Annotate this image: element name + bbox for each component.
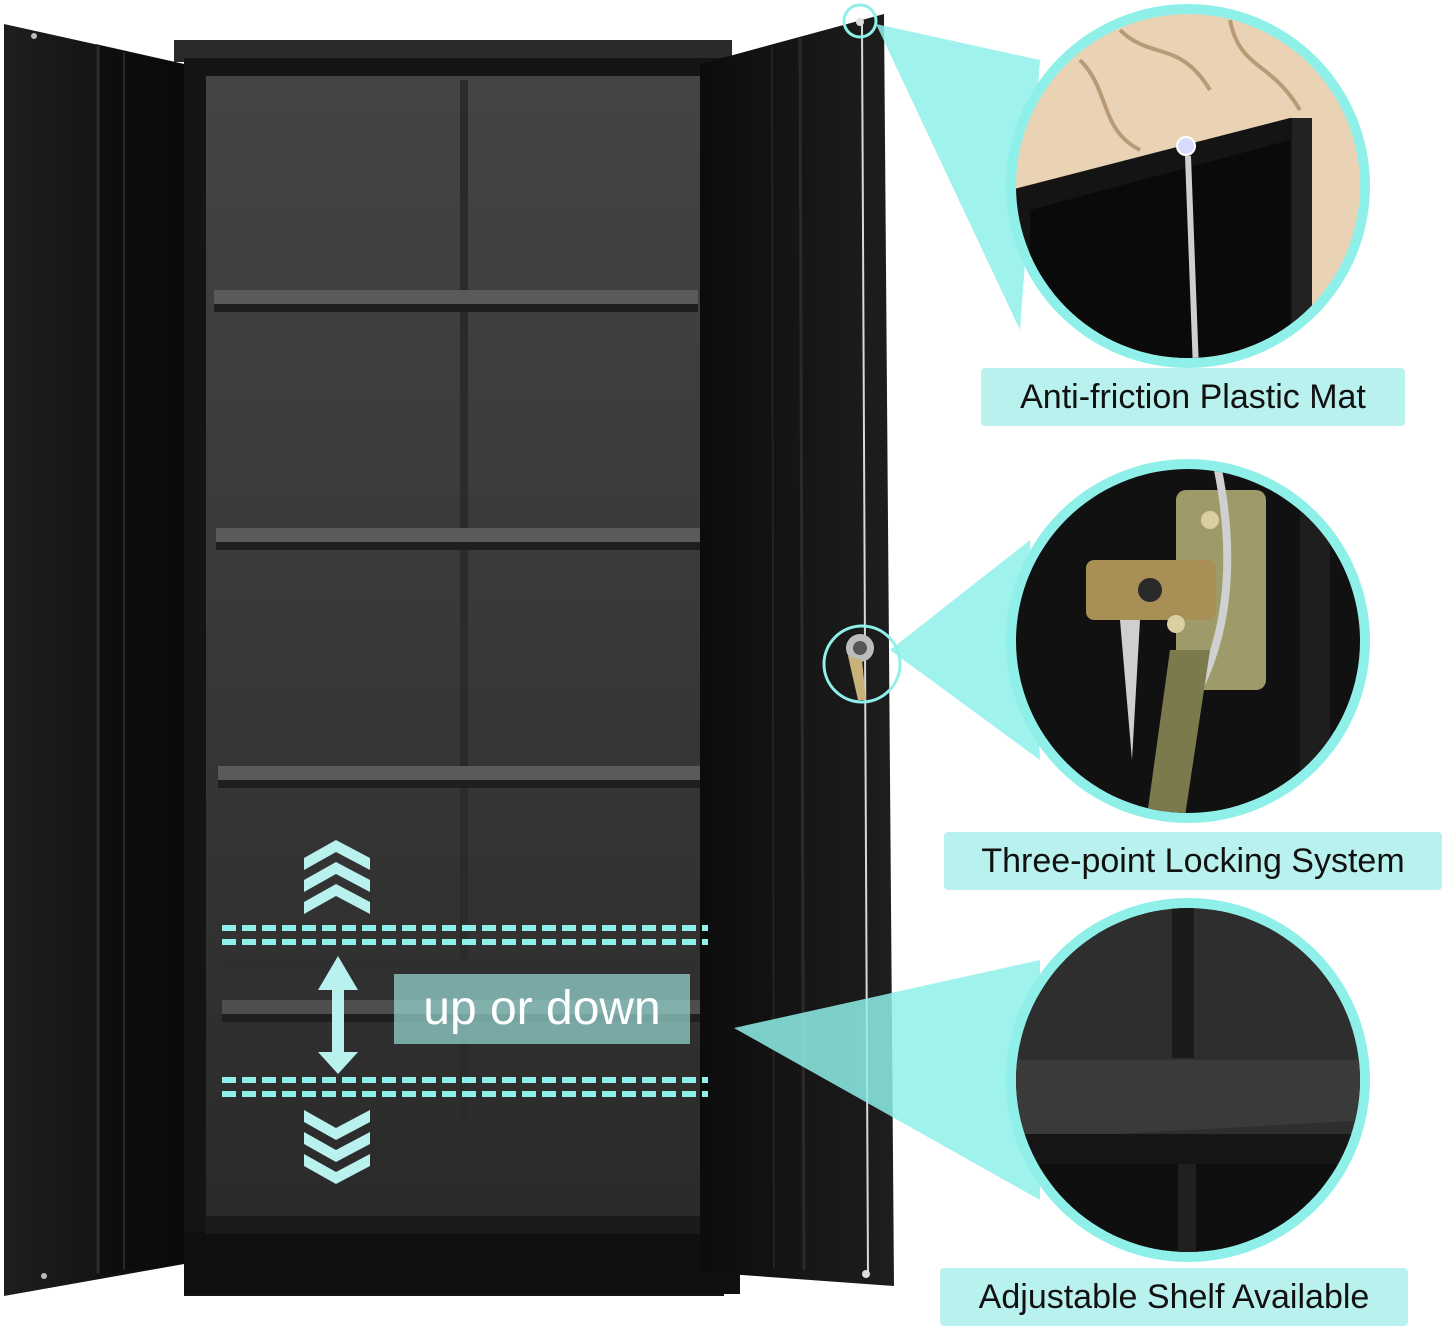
shelf [216,528,700,550]
feature-label-adjustable-shelf: Adjustable Shelf Available [940,1268,1408,1326]
lock-handle-icon [846,634,874,700]
storage-cabinet [174,40,740,1296]
callout-marker-lock [822,624,902,704]
up-or-down-label: up or down [394,974,690,1044]
callout-wedge-lock [890,540,1040,760]
callout-marker-top [842,3,878,39]
zoom-detail-lock-system [1006,459,1370,823]
zoom-detail-plastic-mat [1006,4,1370,368]
callout-wedge-top [876,24,1040,330]
shelf [218,766,702,788]
up-down-arrow-icon [318,956,358,1074]
left-door [4,24,184,1296]
zoom-detail-adjustable-shelf [1006,898,1370,1262]
chevron-down-icon [304,1110,370,1184]
callout-wedge-shelf [734,960,1040,1200]
adjust-indicator [222,840,708,1184]
shelf [214,290,698,312]
chevron-up-icon [304,840,370,914]
feature-label-locking-system: Three-point Locking System [944,832,1442,890]
feature-label-plastic-mat: Anti-friction Plastic Mat [981,368,1405,426]
